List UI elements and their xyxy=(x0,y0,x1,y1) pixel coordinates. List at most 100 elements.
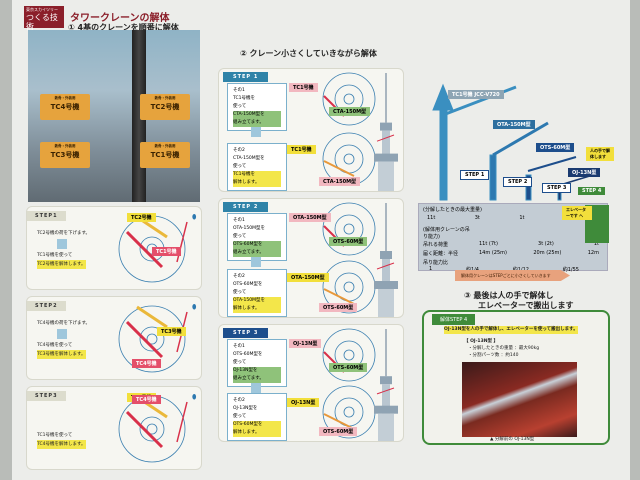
step-text: TC4号機を解体します。 xyxy=(37,440,86,449)
crane-tag: TC3号機 xyxy=(157,327,186,336)
step-text: TC4号機を使って xyxy=(37,343,73,348)
crane-tag: OTS-60M型 xyxy=(319,427,358,436)
skytree-illustration xyxy=(374,73,398,191)
skytree-illustration xyxy=(374,329,398,441)
step-4-weight: ・分解したときの重量 ：最大90kg xyxy=(468,346,540,351)
crane-tag: OTS-60M型 xyxy=(329,237,368,246)
down-arrow-icon xyxy=(251,383,261,393)
step-label: STEP3 xyxy=(27,391,66,401)
reach-label: 届く距離：半径 xyxy=(423,251,459,257)
north-icon: ⬮ xyxy=(192,213,197,221)
crane-tag: TC4号機 xyxy=(132,395,161,404)
crane-parts-photo xyxy=(462,362,577,437)
crane-tag: OTS-60M型 xyxy=(319,303,358,312)
section-1-heading: ① 4基のクレーンを順番に解体 xyxy=(68,23,179,32)
crane-step-2: STEP 2 xyxy=(503,177,533,187)
photo-caption: ▲ 分解前の OJ-13N型 xyxy=(490,437,535,442)
step-label: STEP 2 xyxy=(223,202,269,212)
step-label: STEP2 xyxy=(27,301,66,311)
elevator-note: エレベーターです へ xyxy=(562,206,592,220)
crane-size-diagram: TC1号機 JCC-V720 OTA-150M型 OTS-60M型 OJ-13N… xyxy=(418,75,614,201)
crane-tag: TC1号機 xyxy=(289,83,318,92)
down-arrow-icon xyxy=(251,127,261,137)
crane-diagram xyxy=(107,297,197,385)
weight-cell: 3t xyxy=(474,215,480,221)
crane-tag: TC4号機 xyxy=(132,359,161,368)
crane-tag: TC1号機 xyxy=(287,145,316,154)
crane-tag: CTA-150M型 xyxy=(329,107,371,116)
ratio-label: 吊り能力比 xyxy=(423,260,449,266)
north-icon: ⬮ xyxy=(192,303,197,311)
size-arrow: 解体用クレーンはSTEPごとに小さくしていきます xyxy=(455,270,570,281)
step-text: TC3号機を解体します。 xyxy=(37,350,86,359)
step-label: STEP 3 xyxy=(223,328,269,338)
weight-cell: 1t xyxy=(519,215,525,221)
step-text: TC2号機を解体します。 xyxy=(37,260,86,269)
step-4-card: 解体STEP 4 OJ-13N型を人の手で解体し、エレベーターを使って搬出します… xyxy=(422,310,610,445)
north-icon: ⬮ xyxy=(192,393,197,401)
loads-row: 11t (7t)3t (2t)1t xyxy=(479,241,599,247)
down-arrow-icon xyxy=(57,239,67,249)
section-3-heading-2: エレベーターで搬出します xyxy=(478,301,574,310)
left-step-card: STEP1 TC2号機の荷を下げます。 TC1号機を使って TC2号機を解体しま… xyxy=(26,206,202,290)
crane-label-oj: OJ-13N型 xyxy=(568,168,601,177)
step-4-description: OJ-13N型を人の手で解体し、エレベーターを使って搬出します。 xyxy=(444,326,578,334)
crane-radius-diagram xyxy=(118,305,188,373)
manual-note: 人の手で解体します xyxy=(586,147,614,161)
crane-label-ota: OTA-150M型 xyxy=(493,120,535,129)
weights-row: 11t3t1t0.09t xyxy=(427,215,577,221)
step-text: TC4号機の荷を下げます。 xyxy=(37,321,91,326)
down-arrow-icon xyxy=(57,329,67,339)
weight-cell: 11t xyxy=(427,215,436,221)
left-step-card: STEP2 TC4号機の荷を下げます。 TC4号機を使って TC3号機を解体しま… xyxy=(26,296,202,380)
step-4-label: 解体STEP 4 xyxy=(432,314,476,325)
load-label: 吊れる荷重 xyxy=(423,242,449,248)
reaches-row: 14m (25m)20m (25m)12m xyxy=(479,250,599,256)
capacity-heading: (解体用クレーンの吊り能力) xyxy=(423,227,470,240)
logo: 東京スカイツリーつくる技術 xyxy=(24,6,64,31)
crane-tag: OTA-150M型 xyxy=(287,273,329,282)
crane-step-1: STEP 1 xyxy=(460,170,490,180)
crane-tag: OJ-13N型 xyxy=(289,339,322,348)
step-text: TC2号機の荷を下げます。 xyxy=(37,231,91,236)
max-weight-heading: (分解したときの最大重量) xyxy=(423,207,482,213)
crane-tag: OTS-60M型 xyxy=(329,363,368,372)
section-2-heading: ② クレーン小さくしていきながら解体 xyxy=(240,49,377,58)
crane-tag: CTA-150M型 xyxy=(319,177,361,186)
crane-label-tc1: TC1号機 JCC-V720 xyxy=(448,90,504,99)
step-4-parts: ・分割パーツ数 ：約140 xyxy=(468,353,519,358)
skytree-illustration xyxy=(374,203,398,317)
crane-tag: OTA-150M型 xyxy=(289,213,331,222)
down-arrow-icon xyxy=(251,257,261,267)
step-label: STEP1 xyxy=(27,211,66,221)
left-step-card: STEP3 TC1号機を使って TC4号機を解体します。 TC1号機 TC4号機… xyxy=(26,386,202,470)
crane-step-3: STEP 3 xyxy=(542,183,572,193)
crane-label-ots: OTS-60M型 xyxy=(536,143,575,152)
step-text: TC1号機を使って xyxy=(37,253,73,258)
crane-step-4: STEP 4 xyxy=(578,187,606,195)
step-label: STEP 1 xyxy=(223,72,269,82)
step-text: TC1号機を使って xyxy=(37,433,73,438)
logo-main-text: つくる技術 xyxy=(26,12,58,32)
crane-tag: TC1号機 xyxy=(152,247,181,256)
step-4-model: 【 OJ-13N型 】 xyxy=(464,339,499,344)
logo-small-text: 東京スカイツリー xyxy=(26,7,58,12)
crane-tag: TC2号機 xyxy=(127,213,156,222)
page-title: タワークレーンの解体 xyxy=(70,13,170,24)
section-3-heading-1: ③ 最後は人の手で解体し xyxy=(464,291,554,300)
crane-tag: OJ-13N型 xyxy=(287,398,320,407)
